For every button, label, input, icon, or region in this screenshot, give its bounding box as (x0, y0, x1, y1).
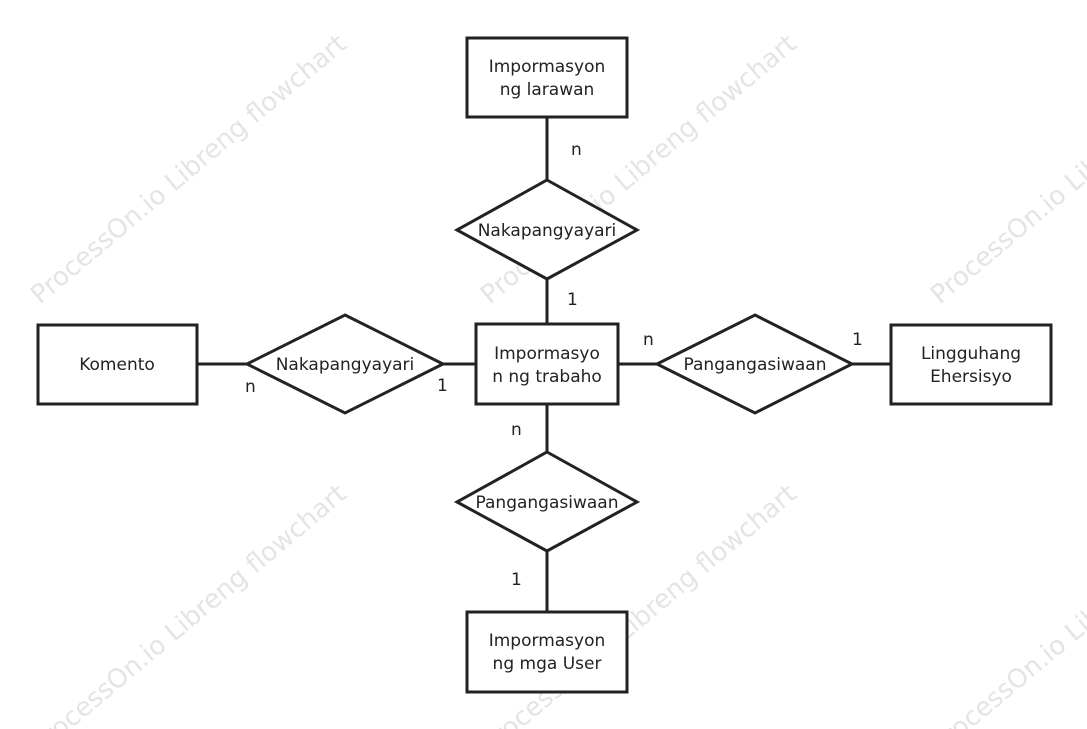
relationship-label: Pangangasiwaan (476, 493, 619, 513)
cardinality-labels: n 1 n 1 n 1 n 1 (245, 140, 863, 590)
entity-label-line: Impormasyon (489, 631, 606, 651)
watermark-4: ProcessOn.io Libreng flowchart (25, 479, 352, 729)
cardinality-top-lower: 1 (567, 290, 578, 310)
cardinality-bottom-upper: n (511, 420, 522, 440)
entity-impormasyon-ng-trabaho[interactable]: Impormasyo n ng trabaho (474, 322, 620, 406)
relationship-right-pangangasiwaan[interactable]: Pangangasiwaan (653, 313, 856, 415)
cardinality-left-outer: n (245, 377, 256, 397)
entity-label-line: ng larawan (500, 80, 595, 100)
cardinality-right-inner: n (643, 330, 654, 350)
entity-komento[interactable]: Komento (36, 323, 199, 406)
entity-label-line: Impormasyon (489, 57, 606, 77)
entity-impormasyon-ng-larawan[interactable]: Impormasyon ng larawan (465, 36, 629, 119)
relationship-left-nakapangyayari[interactable]: Nakapangyayari (243, 313, 447, 415)
watermark-3: ProcessOn.io Libreng flowchart (925, 29, 1087, 310)
relationship-top-nakapangyayari[interactable]: Nakapangyayari (453, 178, 641, 281)
cardinality-right-outer: 1 (852, 330, 863, 350)
entity-label-line: n ng trabaho (492, 367, 602, 387)
cardinality-bottom-lower: 1 (511, 570, 522, 590)
watermark-1: ProcessOn.io Libreng flowchart (25, 29, 352, 310)
relationship-label: Nakapangyayari (478, 221, 617, 241)
entity-label-line: Impormasyo (494, 344, 600, 364)
entity-label-line: Lingguhang (921, 344, 1021, 364)
relationship-label: Nakapangyayari (276, 355, 415, 375)
cardinality-top-upper: n (571, 140, 582, 160)
entity-label-line: Komento (79, 355, 155, 375)
entity-label-line: Ehersisyo (930, 367, 1012, 387)
relationship-label: Pangangasiwaan (684, 355, 827, 375)
connectors (197, 117, 891, 612)
relationship-bottom-pangangasiwaan[interactable]: Pangangasiwaan (453, 450, 641, 553)
cardinality-left-inner: 1 (437, 376, 448, 396)
entity-label-line: ng mga User (493, 654, 602, 674)
entity-lingguhang-ehersisyo[interactable]: Lingguhang Ehersisyo (889, 323, 1053, 406)
entity-impormasyon-ng-mga-user[interactable]: Impormasyon ng mga User (465, 610, 629, 694)
watermark-6: ProcessOn.io Libreng flowchart (925, 479, 1087, 729)
